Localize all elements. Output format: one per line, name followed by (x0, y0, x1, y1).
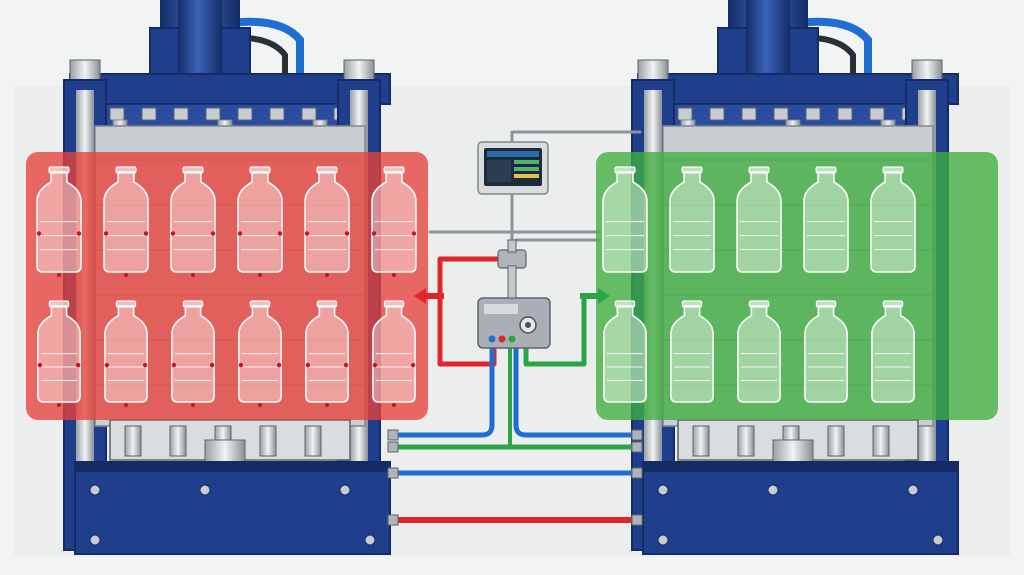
bottle (237, 166, 283, 277)
touch-panel-controller (477, 141, 549, 195)
status-light-red (498, 335, 506, 343)
bottle (803, 166, 849, 273)
signal-line-top (510, 130, 642, 144)
bottle (104, 300, 148, 407)
hot-flow-arrow (414, 288, 426, 304)
bottle (36, 166, 82, 277)
hot-zone-overlay (26, 152, 428, 420)
bottle (602, 166, 648, 273)
status-light-green (508, 335, 516, 343)
bottle (804, 300, 848, 403)
control-junction-box (477, 297, 551, 349)
bottle (103, 166, 149, 277)
bottle (371, 166, 417, 277)
bottle (305, 300, 349, 407)
bottle (372, 300, 416, 407)
bottle (669, 166, 715, 273)
status-light-blue (488, 335, 496, 343)
bottle (304, 166, 350, 277)
main-cylinder (178, 0, 222, 80)
bottle (870, 166, 916, 273)
return-line-left (392, 345, 495, 438)
bottle (37, 300, 81, 407)
bottle (171, 300, 215, 407)
return-line-right (513, 345, 643, 438)
cold-flow-arrow (598, 288, 610, 304)
top-crossbeam (69, 73, 391, 105)
main-cylinder (746, 0, 790, 80)
machine-base (74, 461, 391, 555)
signal-line-right (510, 230, 600, 242)
cold-supply-line (523, 293, 587, 367)
pipe-network (387, 130, 643, 526)
pipe-tee-valve (497, 239, 527, 299)
bottle (238, 300, 282, 407)
bottle-grid-left (36, 166, 417, 407)
machine-base (642, 461, 959, 555)
top-crossbeam (637, 73, 959, 105)
bottle (737, 300, 781, 403)
bottle (670, 300, 714, 403)
cold-zone-overlay (596, 152, 998, 420)
bottle (871, 300, 915, 403)
bottle-grid-right (602, 166, 916, 403)
bottle (603, 300, 647, 403)
bottle (170, 166, 216, 277)
bottle (736, 166, 782, 273)
